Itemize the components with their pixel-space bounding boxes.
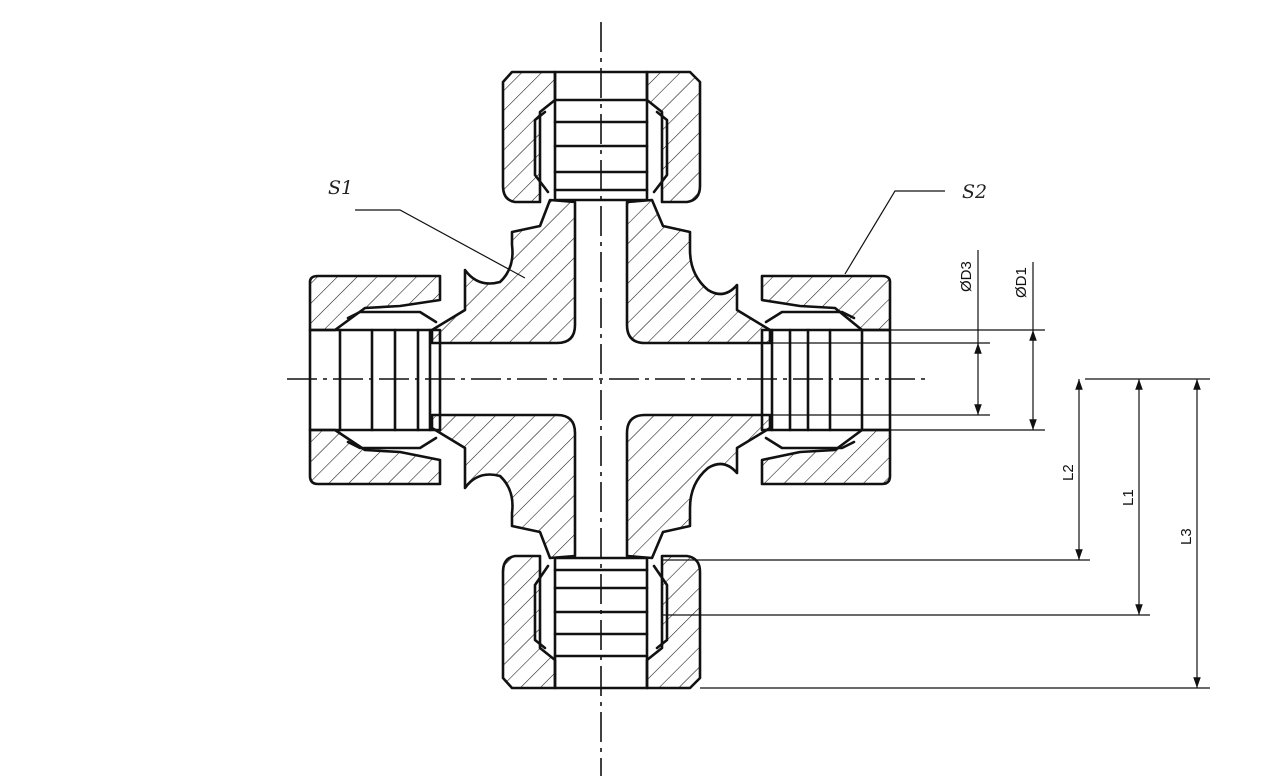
diameter-dimensions: ØD3 ØD1 bbox=[770, 250, 1045, 431]
right-nut bbox=[760, 274, 892, 486]
d3-label: ØD3 bbox=[958, 261, 975, 292]
s2-leader: S2 bbox=[844, 181, 987, 275]
s1-label: S1 bbox=[328, 177, 353, 199]
length-dimensions: L2 L1 L3 bbox=[662, 378, 1210, 689]
d1-label: ØD1 bbox=[1013, 267, 1030, 298]
left-nut bbox=[308, 274, 442, 486]
l2-label: L2 bbox=[1060, 464, 1077, 481]
bottom-nut bbox=[501, 554, 702, 690]
body-section bbox=[430, 198, 772, 560]
s1-leader: S1 bbox=[328, 177, 526, 279]
top-nut bbox=[501, 70, 702, 204]
center-lines bbox=[287, 22, 930, 776]
s2-label: S2 bbox=[962, 181, 987, 203]
l3-label: L3 bbox=[1178, 528, 1195, 545]
l1-label: L1 bbox=[1120, 489, 1137, 506]
